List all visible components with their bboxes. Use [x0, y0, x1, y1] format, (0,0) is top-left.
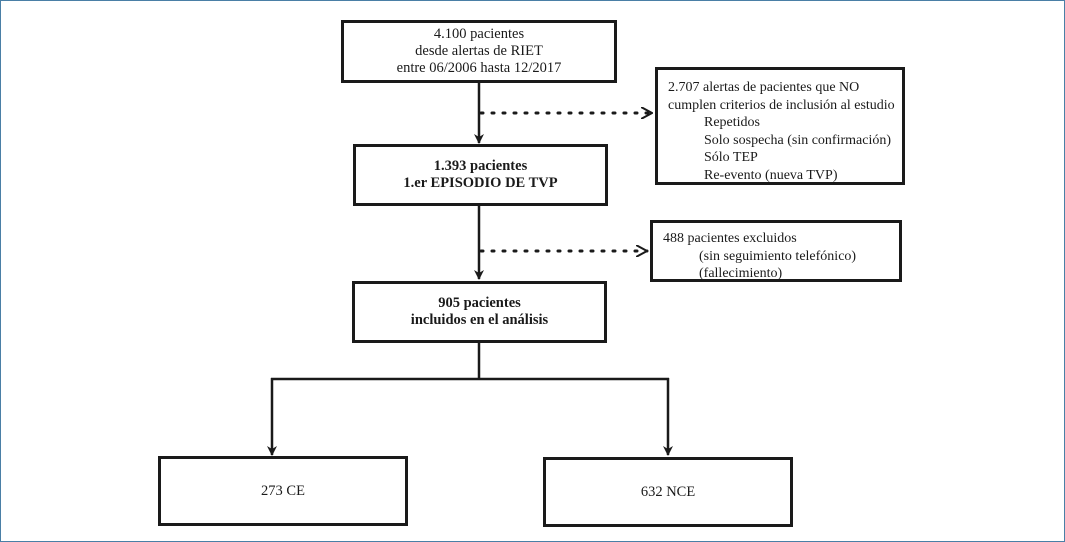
box-start-line-3: entre 06/2006 hasta 12/2017: [396, 60, 562, 76]
exclusion-1-item: Solo sospecha (sin confirmación): [704, 132, 892, 148]
box-start-line-2: desde alertas de RIET: [415, 43, 543, 59]
box-included: 905 pacientes incluidos en el análisis: [352, 281, 607, 343]
exclusion-1-item: Re-evento (nueva TVP): [704, 167, 838, 183]
box-ce: 273 CE: [158, 456, 408, 526]
box-first-episode-line-1: 1.393 pacientes: [433, 158, 528, 174]
box-start-line-1: 4.100 pacientes: [433, 26, 525, 42]
box-exclusion-2: 488 pacientes excluidos (sin seguimiento…: [650, 220, 902, 282]
exclusion-1-item: Sólo TEP: [704, 150, 758, 165]
exclusion-1-heading-line-2: cumplen criterios de inclusión al estudi…: [668, 97, 895, 113]
box-ce-label: 273 CE: [261, 482, 305, 499]
exclusion-2-item: (fallecimiento): [699, 266, 783, 281]
box-first-episode: 1.393 pacientes 1.er EPISODIO DE TVP: [353, 144, 608, 206]
exclusion-1-item: Repetidos: [704, 115, 760, 130]
box-included-line-2: incluidos en el análisis: [410, 312, 549, 328]
exclusion-2-item: (sin seguimiento telefónico): [699, 248, 857, 264]
exclusion-1-heading-line-1: 2.707 alertas de pacientes que NO: [668, 80, 860, 95]
box-exclusion-1: 2.707 alertas de pacientes que NO cumple…: [655, 67, 905, 185]
box-nce-label: 632 NCE: [640, 483, 696, 500]
exclusion-2-heading: 488 pacientes excluidos: [663, 231, 797, 246]
box-nce: 632 NCE: [543, 457, 793, 527]
box-included-line-1: 905 pacientes: [438, 295, 521, 311]
box-first-episode-line-2: 1.er EPISODIO DE TVP: [403, 175, 558, 191]
box-start: 4.100 pacientes desde alertas de RIET en…: [341, 20, 617, 83]
